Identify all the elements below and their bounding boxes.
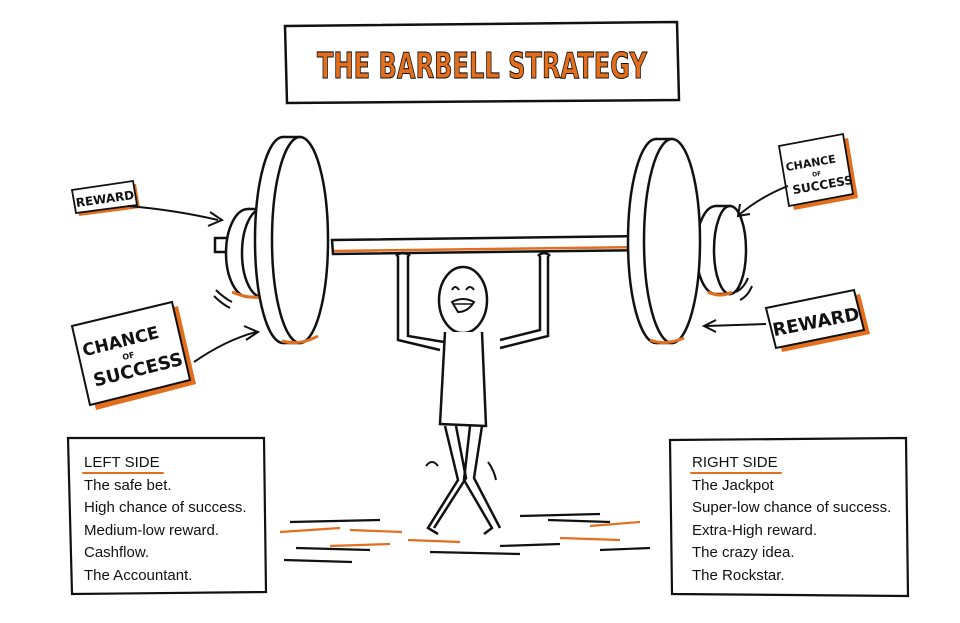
right-weight-plates — [626, 137, 753, 345]
right-side-panel: RIGHT SIDE The Jackpot Super-low chance … — [690, 452, 892, 587]
left-side-line-5: The Accountant. — [84, 566, 193, 584]
left-chance-line2: of — [121, 350, 135, 362]
right-side-line-2: Super-low chance of success. — [692, 499, 892, 516]
ground-lines — [279, 512, 651, 564]
left-chance-tag: Chance of Success — [70, 300, 196, 410]
left-side-line-3: Medium-low reward. — [84, 521, 220, 539]
right-side-line-1: The Jackpot — [692, 476, 774, 494]
right-side-line-3: Extra-High reward. — [692, 521, 818, 539]
barbell-bar — [330, 234, 653, 256]
right-side-line-4: The crazy idea. — [692, 544, 795, 561]
arrow-left-chance — [193, 331, 257, 363]
right-side-line-5: The Rockstar. — [692, 566, 785, 584]
left-weight-plates — [213, 135, 330, 345]
left-side-heading: LEFT SIDE — [82, 452, 164, 475]
right-chance-tag: Chance of Success — [777, 132, 858, 210]
right-side-heading: RIGHT SIDE — [690, 452, 782, 475]
left-side-panel: LEFT SIDE The safe bet. High chance of s… — [82, 452, 247, 587]
left-side-line-1: The safe bet. — [84, 476, 172, 494]
title-banner: The Barbell Strategy — [283, 20, 681, 105]
left-reward-tag: Reward — [70, 179, 140, 216]
right-chance-line2: of — [812, 170, 822, 178]
arrow-right-chance — [739, 185, 789, 215]
left-side-line-2: High chance of success. — [84, 499, 247, 516]
left-side-box — [66, 436, 268, 596]
right-reward-tag: Reward — [764, 288, 870, 352]
weightlifter-figure — [395, 251, 551, 536]
right-side-box — [668, 436, 910, 598]
arrow-right-reward — [705, 323, 767, 327]
arrow-left-reward — [127, 205, 219, 221]
title-text: The Barbell Strategy — [317, 46, 648, 87]
left-side-line-4: Cashflow. — [84, 544, 150, 561]
